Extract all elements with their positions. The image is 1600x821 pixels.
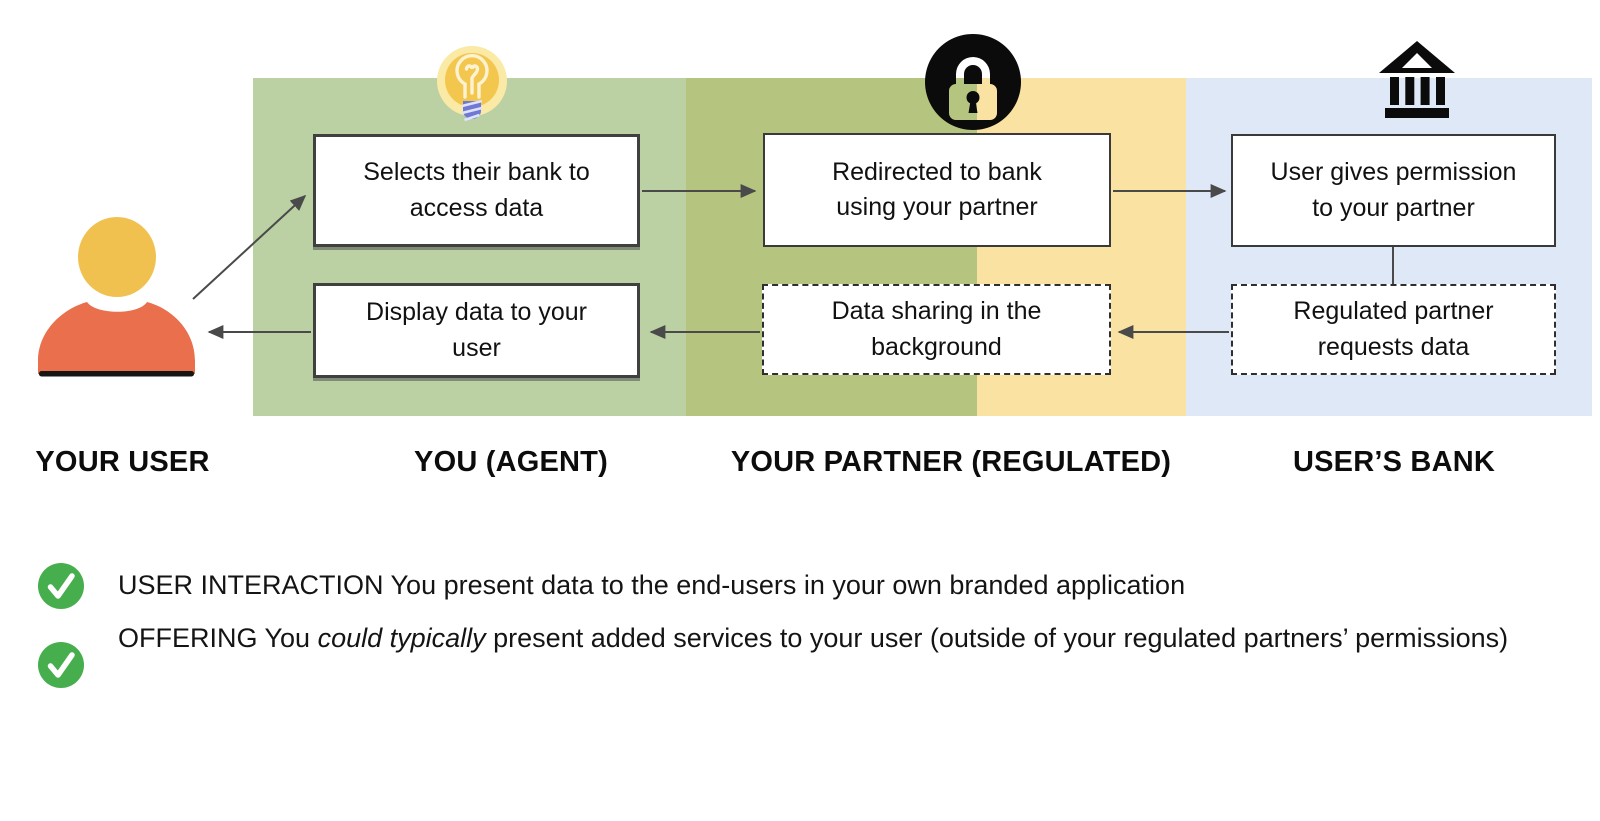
step-display-data: Display data to your user — [313, 283, 640, 378]
step-redirect-to-bank: Redirected to bank using your partner — [763, 133, 1111, 247]
note-suffix: present added services to your user (out… — [485, 623, 1509, 653]
step-user-permission: User gives permission to your partner — [1231, 134, 1556, 247]
lane-label-users-bank: USER’S BANK — [1293, 446, 1495, 478]
step-select-bank: Selects their bank to access data — [313, 134, 640, 247]
step-label: Regulated partner requests data — [1293, 297, 1494, 361]
lane-label-you-agent: YOU (AGENT) — [414, 446, 608, 478]
check-icon — [38, 642, 84, 688]
check-icon — [38, 563, 84, 609]
step-label: User gives permission to your partner — [1270, 158, 1517, 222]
note-offering: OFFERING You could typically present add… — [118, 621, 1536, 656]
step-data-sharing: Data sharing in the background — [762, 284, 1111, 375]
step-label: Selects their bank to access data — [363, 158, 590, 222]
step-label: Data sharing in the background — [831, 297, 1042, 361]
lock-icon — [925, 34, 1022, 130]
lane-label-your-partner: YOUR PARTNER (REGULATED) — [730, 446, 1172, 478]
user-icon — [35, 213, 195, 379]
note-user-interaction: USER INTERACTION You present data to the… — [118, 568, 1538, 603]
bank-icon — [1377, 40, 1457, 120]
note-text: USER INTERACTION You present data to the… — [118, 570, 1186, 600]
step-label: Display data to your user — [366, 298, 587, 362]
lane-label-your-user: YOUR USER — [35, 446, 210, 478]
note-prefix: OFFERING You — [118, 623, 318, 653]
step-request-data: Regulated partner requests data — [1231, 284, 1556, 375]
step-label: Redirected to bank using your partner — [832, 157, 1042, 222]
note-italic: could typically — [317, 623, 486, 653]
lightbulb-icon — [434, 43, 510, 139]
